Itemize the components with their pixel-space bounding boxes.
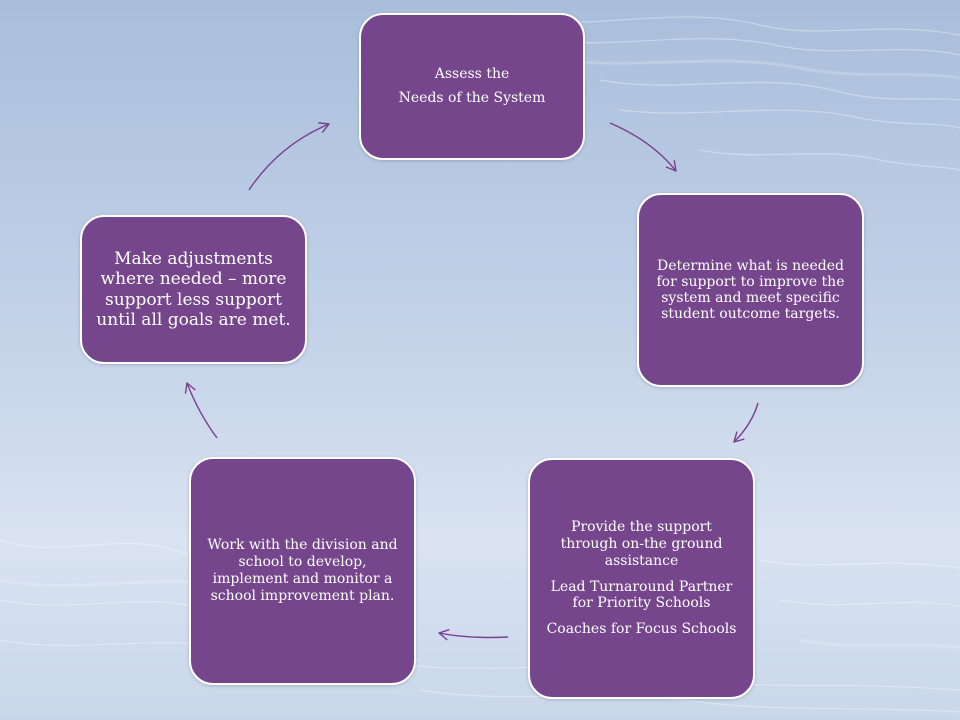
step-provide-support-line-1: Provide the support through on-the groun… xyxy=(560,519,723,569)
step-determine-support: Determine what is needed for support to … xyxy=(637,193,864,387)
step-make-adjustments-text: Make adjustments where needed – more sup… xyxy=(96,248,291,330)
arrow-step4-to-step5 xyxy=(184,382,218,439)
step-provide-support: Provide the support through on-the groun… xyxy=(528,458,755,699)
arrow-step3-to-step4 xyxy=(438,629,509,641)
step-provide-support-line-2: Lead Turnaround Partner for Priority Sch… xyxy=(550,578,733,612)
step-assess-needs: Assess the Needs of the System xyxy=(359,13,585,160)
step-provide-support-line-3: Coaches for Focus Schools xyxy=(546,621,737,638)
arrow-step1-to-step2 xyxy=(609,122,677,172)
arrow-step2-to-step3 xyxy=(733,402,759,443)
step-determine-support-text: Determine what is needed for support to … xyxy=(656,257,845,323)
step-improvement-plan: Work with the division and school to dev… xyxy=(189,457,416,685)
step-assess-needs-line-1: Assess the xyxy=(434,65,510,82)
step-assess-needs-line-2: Needs of the System xyxy=(398,89,546,106)
step-make-adjustments: Make adjustments where needed – more sup… xyxy=(80,215,307,364)
step-improvement-plan-text: Work with the division and school to dev… xyxy=(207,537,398,604)
arrow-step5-to-step1 xyxy=(248,122,330,191)
